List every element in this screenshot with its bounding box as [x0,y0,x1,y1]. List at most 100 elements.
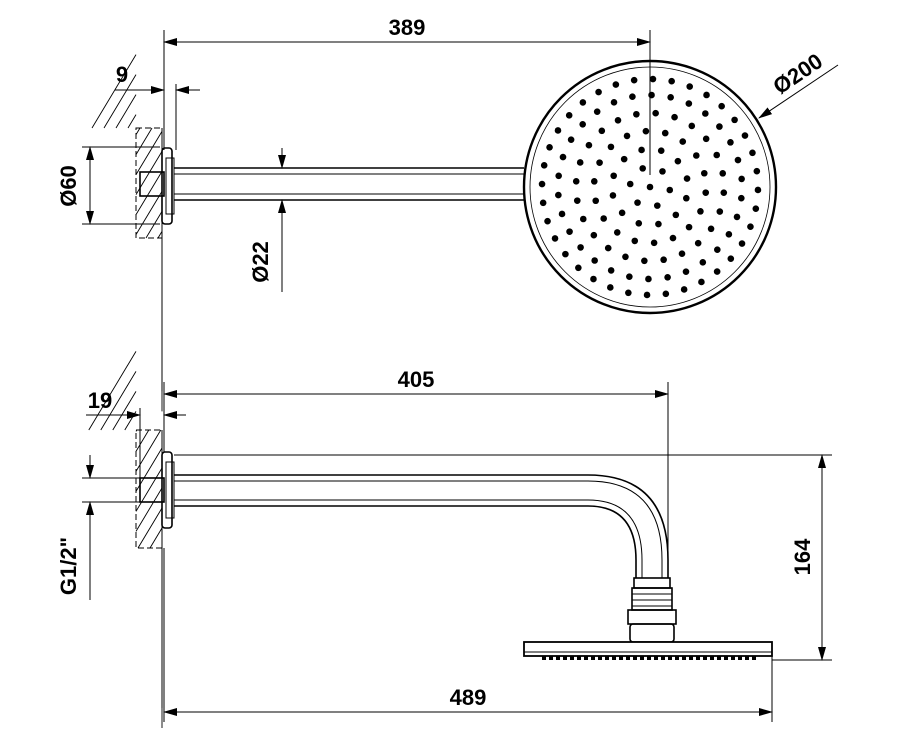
nozzle-dot [660,256,667,264]
wall-hatch-line [135,127,141,135]
nozzle-dot [648,91,655,99]
nozzle-dot [572,178,580,185]
nozzle-dot [622,253,629,261]
nozzle-dot [678,250,686,258]
nozzle-dot [702,110,709,117]
nozzle-dot [604,244,612,252]
nozzle-dot [716,123,723,130]
wall-hatch-line [135,171,163,215]
dimension-9: 9 [115,62,200,150]
nozzle-dot [577,244,584,251]
side-nozzle [745,656,749,660]
nozzle-dot [650,239,658,247]
nozzle-dot [657,147,665,154]
side-nozzle [584,656,588,660]
nozzle-dot [667,94,674,101]
nozzle-dot [679,138,687,145]
nozzle-dot [664,274,671,281]
nozzle-dot [694,239,702,247]
side-nozzle [703,656,707,660]
nozzle-dot [714,246,721,254]
dimension-dia200: Ø200 [758,48,839,119]
dimension-dia60: Ø60 [56,146,160,225]
side-nozzle [738,656,742,660]
nozzle-dot [559,153,567,161]
nozzle-dot [631,237,639,245]
nozzle-dot [633,110,640,118]
nozzle-dot [674,157,682,165]
wall-hatch-line [115,94,137,129]
nozzle-dot [703,91,710,99]
nozzle-dot [579,99,587,106]
nozzle-dot [720,189,728,196]
side-nozzle [633,656,637,660]
nozzle-dot [738,240,746,247]
shower-head-side [523,641,773,660]
side-nozzle [724,656,728,660]
side-nozzle [591,656,595,660]
nozzle-dot [596,159,603,166]
wall-hatch-line [103,74,137,129]
nozzle-dot [579,120,586,128]
nozzle-dot [645,275,652,283]
nozzle-dot [626,273,633,280]
nozzle-dot [725,231,733,238]
side-nozzle [605,656,609,660]
nozzle-dot [649,75,657,83]
nozzle-dot [566,228,573,235]
nozzle-dot [573,197,581,204]
nozzle-dot [668,77,675,85]
nozzle-dot [540,162,548,169]
nozzle-dot [741,132,749,139]
nozzle-dot [609,192,617,199]
side-nozzle [654,656,658,660]
side-nozzle [668,656,672,660]
wall-hatch-line [137,507,163,549]
wall-hatch-line [127,114,137,129]
dimension-389: 389 [163,15,651,150]
nozzle-dot [698,278,705,286]
nozzle-dot [579,215,587,223]
nozzle-dot [752,205,760,212]
wall-hatch-line [145,211,163,239]
nozzle-dot [713,268,721,275]
nozzle-dot [607,284,614,291]
top-view: 389 9 Ø60 Ø22 Ø200 [56,15,839,412]
nozzle-dot [682,268,690,275]
dimension-thread: G1/2" [56,455,140,600]
side-nozzle [682,656,686,660]
nozzle-dot [558,210,566,218]
nozzle-dot [738,175,745,183]
nozzle-dot [538,180,546,188]
nozzle-dot [591,257,598,264]
nozzle-dot [623,132,631,140]
nozzle-dot [613,229,621,236]
nozzle-dot [683,175,691,182]
nozzle-dot [680,286,688,293]
dimension-405: 405 [163,367,669,578]
nozzle-dot [607,143,615,151]
wall-hatch-line [149,527,163,549]
nozzle-dot [643,291,651,299]
nozzle-dot [738,194,745,202]
nozzle-dot [652,109,659,117]
nozzle-dot [634,199,641,206]
nozzle-dot [646,183,654,191]
dimension-dia22: Ø22 [248,148,286,292]
dimension-19: 19 [86,388,186,478]
nozzle-dot [544,217,551,225]
wall-hatch-line [135,131,163,175]
dim-489-label: 489 [450,685,487,710]
nozzle-dot [688,122,696,130]
nozzle-dot [702,135,710,143]
nozzle-dot [697,208,704,215]
side-nozzle [612,656,616,660]
nozzle-dot [614,116,622,124]
nozzle-dot [734,156,742,164]
nozzle-dot [686,83,693,90]
side-nozzle [640,656,644,660]
wall-hatch-line [112,391,137,431]
side-nozzle [752,656,756,660]
nozzle-dot [669,234,677,242]
